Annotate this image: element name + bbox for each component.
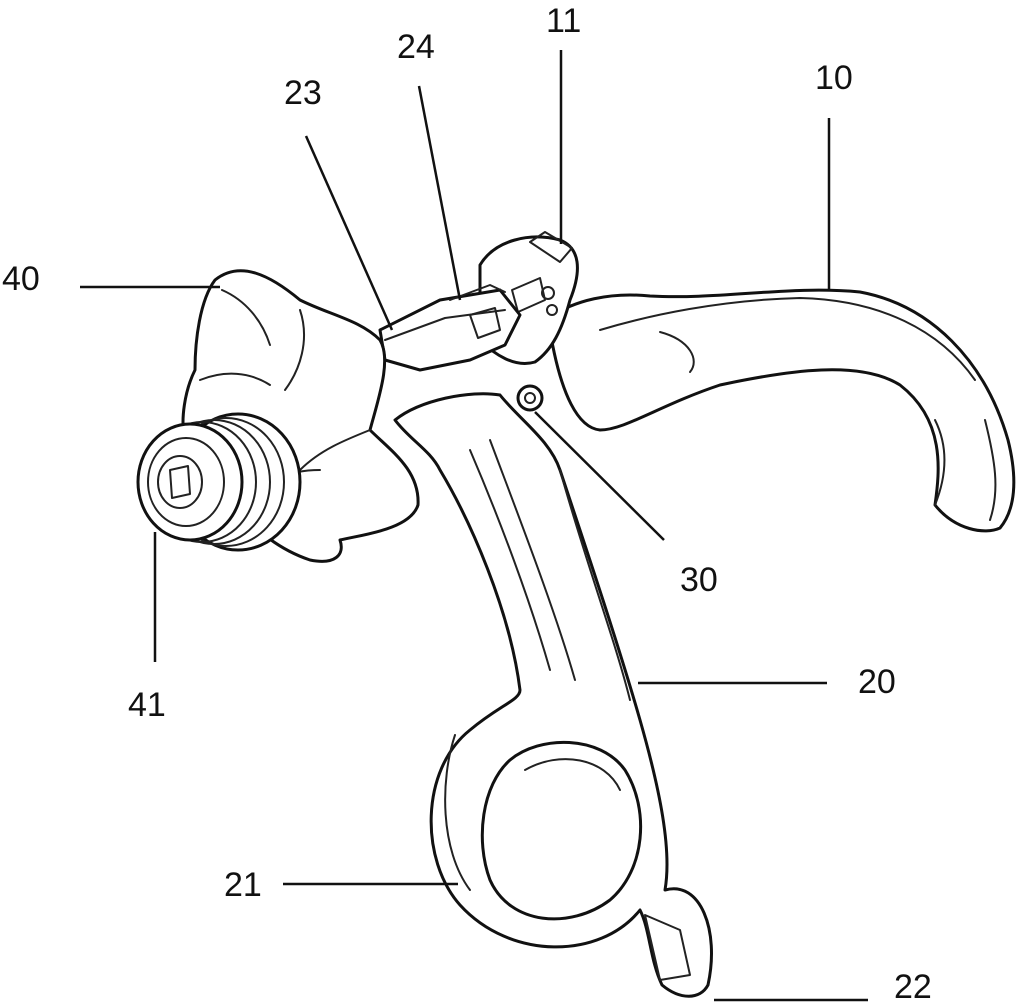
leader-23 [304, 135, 394, 331]
barrel-23-24 [378, 284, 544, 412]
label-22: 22 [894, 968, 932, 1006]
label-23: 23 [284, 74, 322, 112]
label-10: 10 [815, 59, 853, 97]
label-21: 21 [224, 866, 262, 904]
label-20: 20 [858, 663, 896, 701]
lower-handle-20 [393, 392, 713, 998]
label-11: 11 [546, 2, 582, 40]
leader-24 [417, 85, 462, 301]
label-40: 40 [2, 260, 40, 298]
leader-30 [534, 411, 665, 541]
label-41: 41 [128, 686, 166, 724]
leader-lines [80, 50, 868, 1002]
upper-handle-10 [546, 288, 1016, 533]
label-30: 30 [680, 561, 718, 599]
threaded-nose-41 [136, 412, 302, 552]
label-24: 24 [397, 28, 435, 66]
